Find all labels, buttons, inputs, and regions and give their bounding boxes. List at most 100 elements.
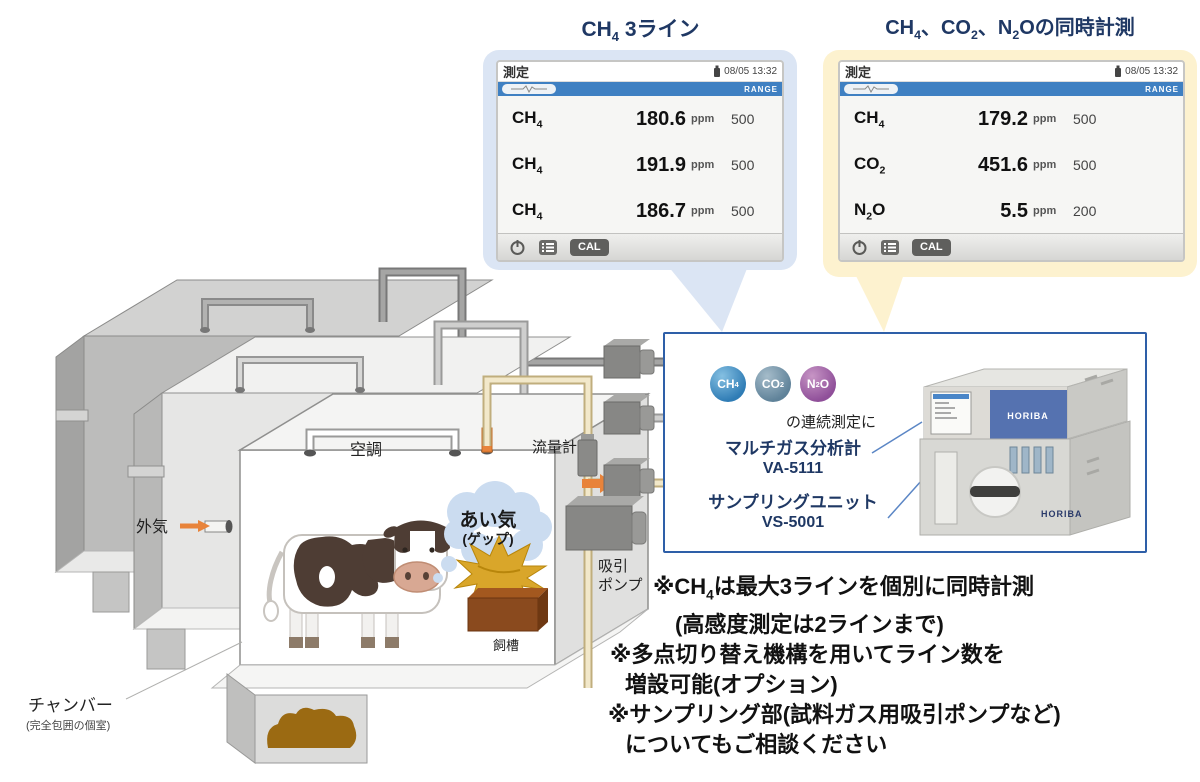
range-label: RANGE (744, 84, 778, 94)
cow-muzzle (393, 561, 441, 593)
product-pointer-lines (871, 421, 923, 519)
menu-list-icon[interactable] (881, 239, 899, 255)
note-line: 増設可能(オプション) (625, 672, 838, 698)
gas-value: 191.9 (635, 153, 686, 176)
gas-range: 200 (1073, 203, 1097, 219)
burp-sublabel: (ゲップ) (462, 531, 514, 547)
battery-icon (1115, 65, 1122, 77)
note-line: についてもご相談ください (625, 732, 888, 758)
gas-range: 500 (731, 157, 755, 173)
cow-illustration (263, 520, 459, 648)
outside-air-inlet (180, 520, 233, 533)
gas-value: 179.2 (977, 107, 1028, 130)
gas-range: 500 (1073, 157, 1097, 173)
product-model: VS-5001 (761, 514, 825, 531)
note-line: ※多点切り替え機構を用いてライン数を (610, 642, 1005, 668)
chamber-label: チャンバー (28, 696, 113, 715)
waveform-pill-icon (502, 84, 556, 94)
analyzer-screen-ch4: 測定 08/05 13:32 RANGE CH4 180.6 ppm 500 (496, 60, 784, 262)
screen-title: 測定 (845, 65, 872, 80)
note-line: ※CH4は最大3ラインを個別に同時計測 (653, 574, 1034, 603)
gas-range: 500 (731, 111, 755, 127)
horiba-logo-bottom: HORIBA (1041, 509, 1083, 519)
gas-unit: ppm (1033, 113, 1057, 125)
gas-name: CO2 (854, 153, 886, 177)
gas-range: 500 (731, 203, 755, 219)
battery-icon (714, 65, 721, 77)
speech-bubble-left: 測定 08/05 13:32 RANGE CH4 180.6 ppm 500 (483, 50, 797, 270)
analyzer-screen-multigas: 測定 08/05 13:32 RANGE CH4 179.2 ppm 500 (838, 60, 1185, 262)
screen-datetime: 08/05 13:32 (1125, 66, 1178, 77)
burp-label: あい気 (459, 510, 517, 531)
speech-bubble-tails (668, 266, 906, 332)
line-pumps (603, 339, 655, 498)
screen-range-bar: RANGE (840, 82, 1183, 96)
gas-name: CH4 (512, 107, 543, 131)
suction-pump (565, 496, 647, 551)
measurement-row: N2O 5.5 ppm 200 (840, 188, 1183, 234)
suction-pump-label: 吸引 ポンプ (598, 558, 643, 594)
notes-block: ※CH4は最大3ラインを個別に同時計測 (高感度測定は2ラインまで) ※多点切り… (608, 572, 1200, 760)
trough-label: 飼槽 (493, 638, 520, 653)
gas-unit: ppm (1033, 205, 1057, 217)
measurement-row: CH4 179.2 ppm 500 (840, 96, 1183, 142)
analyzer-device-photo: HORIBA HORIBA (919, 368, 1131, 536)
product-analyzer: マルチガス分析計 VA-5111 (675, 439, 911, 478)
gas-value: 451.6 (977, 153, 1028, 176)
gas-value: 180.6 (635, 107, 686, 130)
measurement-row: CH4 180.6 ppm 500 (498, 96, 782, 142)
screen-toolbar: CAL (498, 233, 782, 260)
gas-unit: ppm (1033, 159, 1057, 171)
hay-trough (453, 534, 548, 632)
range-label: RANGE (1145, 84, 1179, 94)
power-icon[interactable] (509, 239, 526, 256)
cow-head (383, 520, 459, 593)
screen-header: 測定 08/05 13:32 (498, 62, 782, 82)
measurement-row: CH4 186.7 ppm 500 (498, 188, 782, 234)
chamber-pointer-line (125, 641, 243, 700)
waveform-pill-icon (844, 84, 898, 94)
chamber-sublabel: (完全包囲の個室) (26, 720, 111, 732)
gas-unit: ppm (691, 113, 715, 125)
screen-header: 測定 08/05 13:32 (840, 62, 1183, 82)
gas-name: N2O (854, 199, 886, 223)
screen-datetime: 08/05 13:32 (724, 66, 777, 77)
note-line: (高感度測定は2ラインまで) (675, 612, 944, 638)
product-name: サンプリングユニット (708, 493, 878, 512)
outside-air-label: 外気 (136, 519, 169, 536)
manure-blob (267, 707, 357, 748)
flow-meter-label: 流量計 (532, 439, 578, 456)
screen-title: 測定 (503, 65, 530, 80)
measurement-rows: CH4 179.2 ppm 500 CO2 451.6 ppm 500 N2O … (840, 96, 1183, 234)
menu-list-icon[interactable] (539, 239, 557, 255)
title-simultaneous-measurement: CH4、CO2、N2Oの同時計測 (885, 17, 1135, 42)
manure-tray (226, 673, 368, 764)
gas-range: 500 (1073, 111, 1097, 127)
product-sampling-unit: サンプリングユニット VS-5001 (675, 493, 911, 532)
speech-bubble-right: 測定 08/05 13:32 RANGE CH4 179.2 ppm 500 (823, 50, 1197, 277)
cal-button[interactable]: CAL (570, 238, 609, 256)
aircon-label: 空調 (350, 442, 383, 459)
product-model: VA-5111 (762, 460, 824, 477)
outside-air-stub-back (55, 409, 89, 422)
horiba-logo-top: HORIBA (1007, 411, 1049, 421)
flow-meter (577, 434, 598, 477)
cal-button[interactable]: CAL (912, 238, 951, 256)
screen-toolbar: CAL (840, 233, 1183, 260)
measurement-rows: CH4 180.6 ppm 500 CH4 191.9 ppm 500 CH4 … (498, 96, 782, 234)
screen-range-bar: RANGE (498, 82, 782, 96)
outside-air-stub-middle (127, 465, 165, 478)
power-icon[interactable] (851, 239, 868, 256)
note-line: ※サンプリング部(試料ガス用吸引ポンプなど) (608, 702, 1061, 728)
continuous-measurement-text: の連続測定に (785, 414, 876, 431)
measurement-row: CO2 451.6 ppm 500 (840, 142, 1183, 188)
gas-unit: ppm (691, 159, 715, 171)
gas-unit: ppm (691, 205, 715, 217)
title-ch4-3lines: CH4 3ライン (581, 18, 700, 45)
gas-name: CH4 (512, 153, 543, 177)
